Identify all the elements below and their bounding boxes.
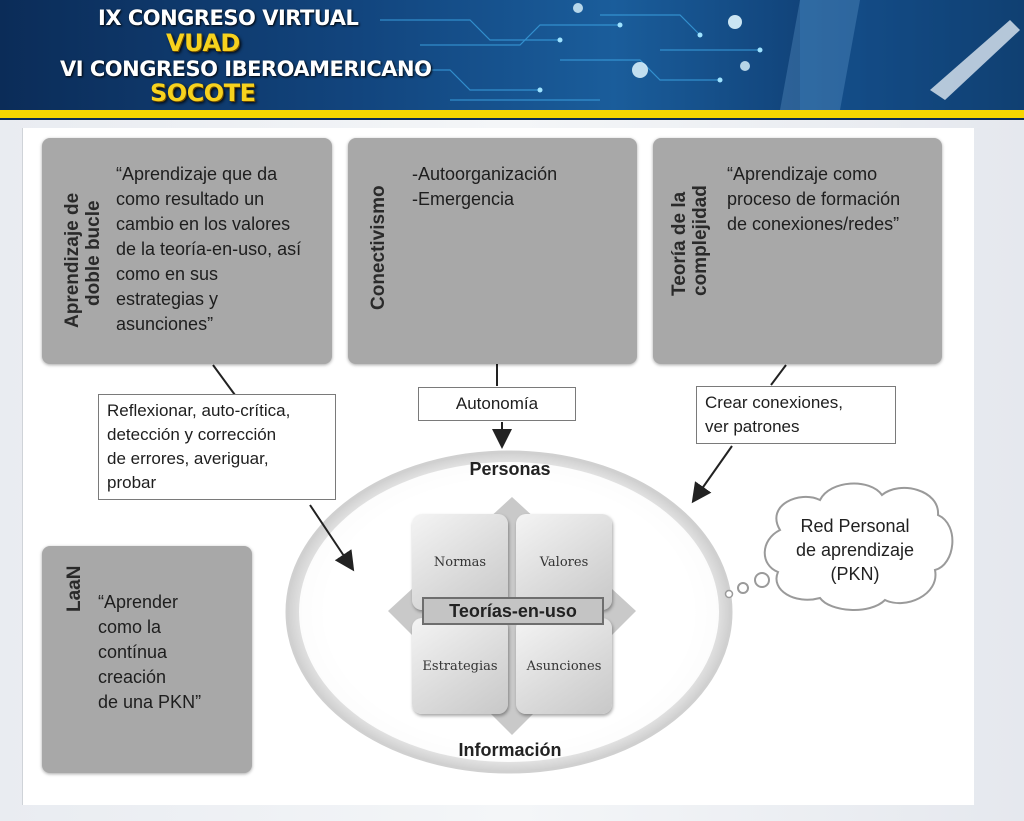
text-line: de aprendizaje bbox=[795, 540, 915, 560]
box-doble-bucle: Aprendizaje de doble bucle “Aprendizaje … bbox=[42, 138, 332, 364]
text-line: Red Personal bbox=[800, 516, 910, 536]
label-conexiones: Crear conexiones, ver patrones bbox=[696, 386, 896, 444]
complejidad-text: “Aprendizaje como proceso de formación d… bbox=[727, 162, 900, 237]
text-line: de errores, averiguar, bbox=[107, 449, 269, 468]
text-line: asunciones” bbox=[116, 314, 214, 334]
core-teorias-en-uso: Teorías-en-uso bbox=[422, 597, 604, 625]
text-line: como en sus bbox=[116, 264, 219, 284]
text-line: Crear conexiones, bbox=[705, 393, 843, 412]
quadrant-valores: Valores bbox=[516, 514, 612, 610]
box-laan: LaaN “Aprender como la contínua creación… bbox=[42, 546, 252, 773]
banner-title-line2: VUAD bbox=[166, 29, 240, 57]
text-line: -Autoorganización bbox=[412, 164, 558, 184]
cloud-text: Red Personal de aprendizaje (PKN) bbox=[780, 514, 930, 586]
text-line: ver patrones bbox=[705, 417, 800, 436]
box-conectivismo: Conectivismo -Autoorganización -Emergenc… bbox=[348, 138, 637, 364]
box-complejidad: Teoría de la complejidad “Aprendizaje co… bbox=[653, 138, 942, 364]
text-line: como la bbox=[98, 617, 162, 637]
text-line: -Emergencia bbox=[412, 189, 515, 209]
doble-bucle-text: “Aprendizaje que da como resultado un ca… bbox=[116, 162, 301, 337]
text-line: detección y corrección bbox=[107, 425, 277, 444]
text-line: proceso de formación bbox=[727, 189, 901, 209]
text-line: de una PKN” bbox=[98, 692, 202, 712]
laan-title: LaaN bbox=[64, 565, 85, 612]
circuit-decoration bbox=[380, 0, 1024, 110]
text-line: (PKN) bbox=[830, 564, 880, 584]
doble-bucle-title: Aprendizaje de doble bucle bbox=[62, 193, 104, 328]
label-informacion: Información bbox=[458, 740, 562, 760]
label-autonomia: Autonomía bbox=[418, 387, 576, 421]
quadrant-normas: Normas bbox=[412, 514, 508, 610]
banner-title-line3: VI CONGRESO IBEROAMERICANO bbox=[60, 57, 432, 81]
text-line: cambio en los valores bbox=[116, 214, 291, 234]
text-line: probar bbox=[107, 473, 157, 492]
text-line: “Aprender bbox=[98, 592, 179, 612]
label-reflexionar: Reflexionar, auto-crítica, detección y c… bbox=[98, 394, 336, 500]
banner-stripe bbox=[0, 110, 1024, 120]
text-line: Reflexionar, auto-crítica, bbox=[107, 401, 291, 420]
text-line: como resultado un bbox=[116, 189, 265, 209]
text-line: “Aprendizaje como bbox=[727, 164, 878, 184]
text-line: contínua bbox=[98, 642, 168, 662]
doble-bucle-title-line2: doble bucle bbox=[83, 200, 104, 306]
header-banner: IX CONGRESO VIRTUAL VUAD VI CONGRESO IBE… bbox=[0, 0, 1024, 110]
text-line: de la teoría-en-uso, así bbox=[116, 239, 302, 259]
text-line: creación bbox=[98, 667, 167, 687]
text-line: estrategias y bbox=[116, 289, 219, 309]
complejidad-title-line2: complejidad bbox=[690, 185, 711, 296]
conectivismo-title: Conectivismo bbox=[368, 185, 389, 310]
doble-bucle-title-line1: Aprendizaje de bbox=[62, 192, 83, 328]
label-personas: Personas bbox=[469, 459, 551, 479]
complejidad-title-line1: Teoría de la bbox=[669, 191, 690, 296]
quadrant-asunciones: Asunciones bbox=[516, 618, 612, 714]
conectivismo-text: -Autoorganización -Emergencia bbox=[412, 162, 557, 212]
text-line: “Aprendizaje que da bbox=[116, 164, 278, 184]
quadrant-estrategias: Estrategias bbox=[412, 618, 508, 714]
text-line: de conexiones/redes” bbox=[727, 214, 900, 234]
banner-title-line1: IX CONGRESO VIRTUAL bbox=[98, 6, 359, 30]
laan-text: “Aprender como la contínua creación de u… bbox=[98, 590, 201, 715]
complejidad-title: Teoría de la complejidad bbox=[669, 185, 711, 296]
banner-title-line4: SOCOTE bbox=[150, 79, 256, 107]
